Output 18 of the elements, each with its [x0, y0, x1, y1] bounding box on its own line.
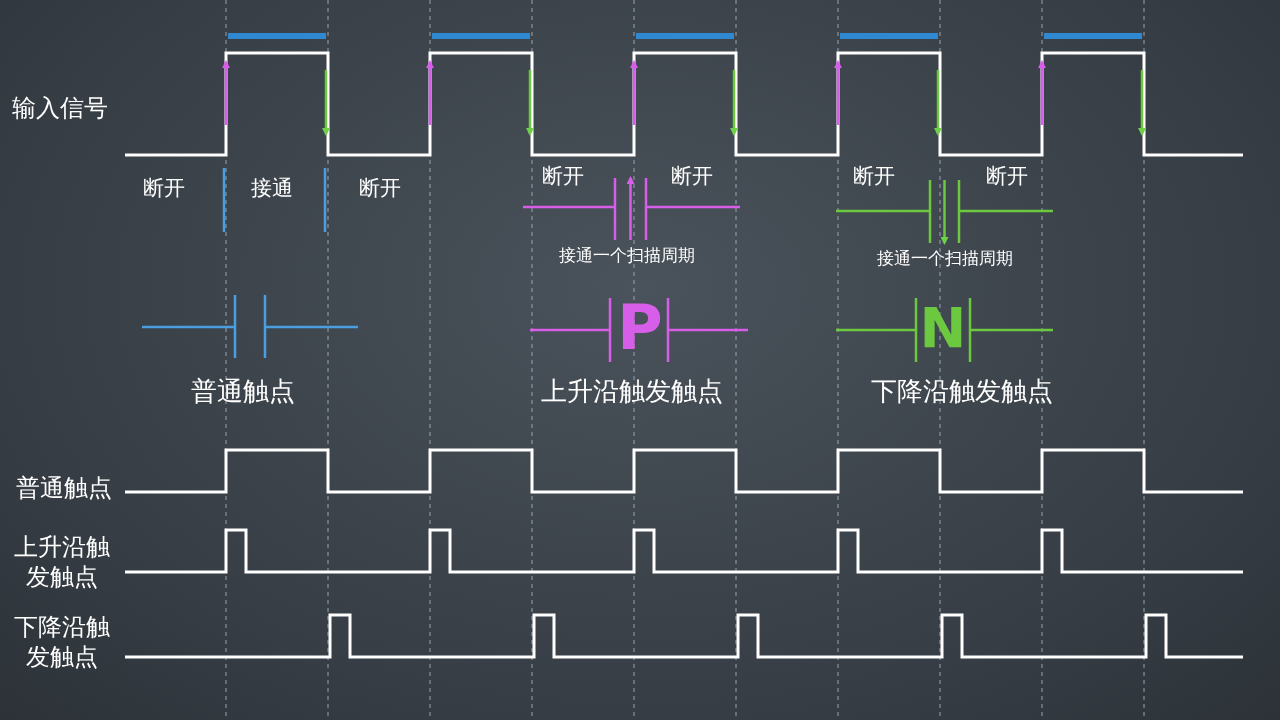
contact-caption: 普通触点 [191, 374, 295, 408]
contact-letter: N [919, 300, 967, 356]
state-label: 断开 [853, 162, 895, 190]
row-label: 输入信号 [12, 93, 108, 123]
state-label: 断开 [542, 162, 584, 190]
state-label: 接通 [251, 174, 293, 202]
contact-letter: P [617, 297, 663, 359]
state-label: 断开 [671, 162, 713, 190]
row-label: 普通触点 [16, 473, 112, 503]
contact-caption: 下降沿触发触点 [871, 374, 1053, 408]
note: 接通一个扫描周期 [877, 248, 1013, 270]
state-label: 断开 [143, 174, 185, 202]
note: 接通一个扫描周期 [559, 245, 695, 267]
row-label: 下降沿触发触点 [13, 612, 111, 672]
state-label: 断开 [359, 174, 401, 202]
contact-caption: 上升沿触发触点 [541, 374, 723, 408]
state-label: 断开 [986, 162, 1028, 190]
row-label: 上升沿触发触点 [13, 532, 111, 592]
